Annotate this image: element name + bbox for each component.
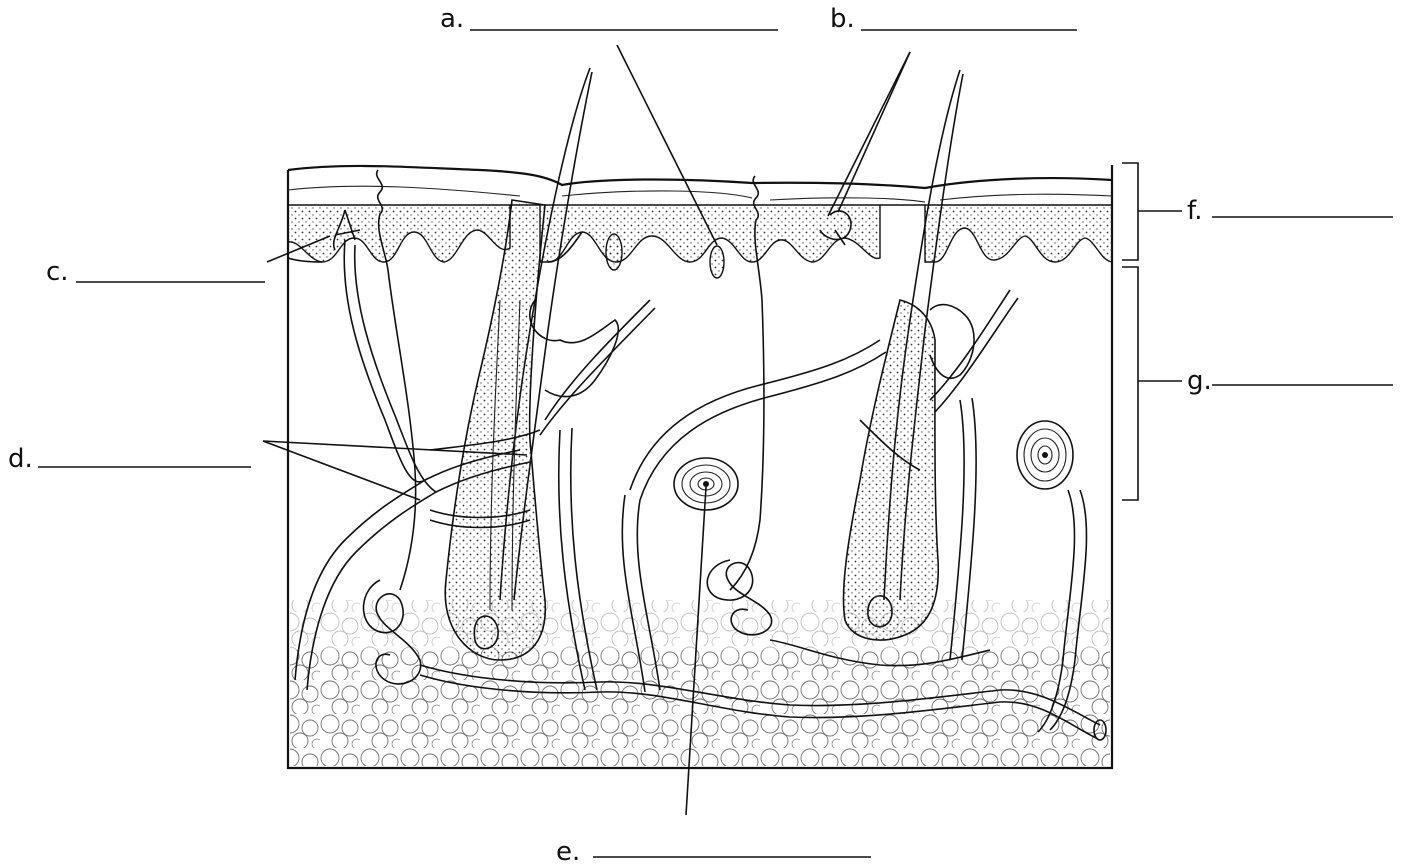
bracket-g xyxy=(1122,267,1182,500)
arrector-pili-left xyxy=(540,300,655,435)
label-c-text: c. xyxy=(46,257,69,287)
arrector-pili-right xyxy=(930,290,1018,412)
follicle-sheath-left xyxy=(445,200,545,660)
label-g: g. xyxy=(1187,366,1393,396)
stratum-corneum-line xyxy=(288,186,1112,202)
sebaceous-gland-right xyxy=(930,305,974,379)
label-e-text: e. xyxy=(556,837,580,863)
label-b-text: b. xyxy=(830,4,855,34)
follicle-sheath-right xyxy=(843,300,938,640)
pointer-b1 xyxy=(828,52,910,216)
label-g-text: g. xyxy=(1187,366,1212,396)
hair-follicle-left xyxy=(445,68,592,660)
bracket-f xyxy=(1122,163,1182,260)
sebaceous-gland-left xyxy=(530,300,618,397)
label-d-text: d. xyxy=(8,444,33,474)
hair-follicle-right xyxy=(843,70,963,640)
label-a-text: a. xyxy=(440,4,464,34)
label-b: b. xyxy=(830,4,1077,34)
epidermis-basal-layer xyxy=(288,205,1112,262)
label-f: f. xyxy=(1187,196,1393,226)
label-e: e. xyxy=(556,837,871,863)
label-f-text: f. xyxy=(1187,196,1203,226)
label-a: a. xyxy=(440,4,778,34)
pointer-b2 xyxy=(838,52,910,212)
label-c: c. xyxy=(46,257,265,287)
lamellated-corpuscle-center xyxy=(674,458,738,510)
label-d: d. xyxy=(8,444,251,474)
skin-surface xyxy=(288,166,1112,188)
tactile-corpuscle-1 xyxy=(606,234,622,270)
tactile-corpuscle-2 xyxy=(710,246,724,278)
lamellated-corpuscle-right xyxy=(1017,421,1073,489)
